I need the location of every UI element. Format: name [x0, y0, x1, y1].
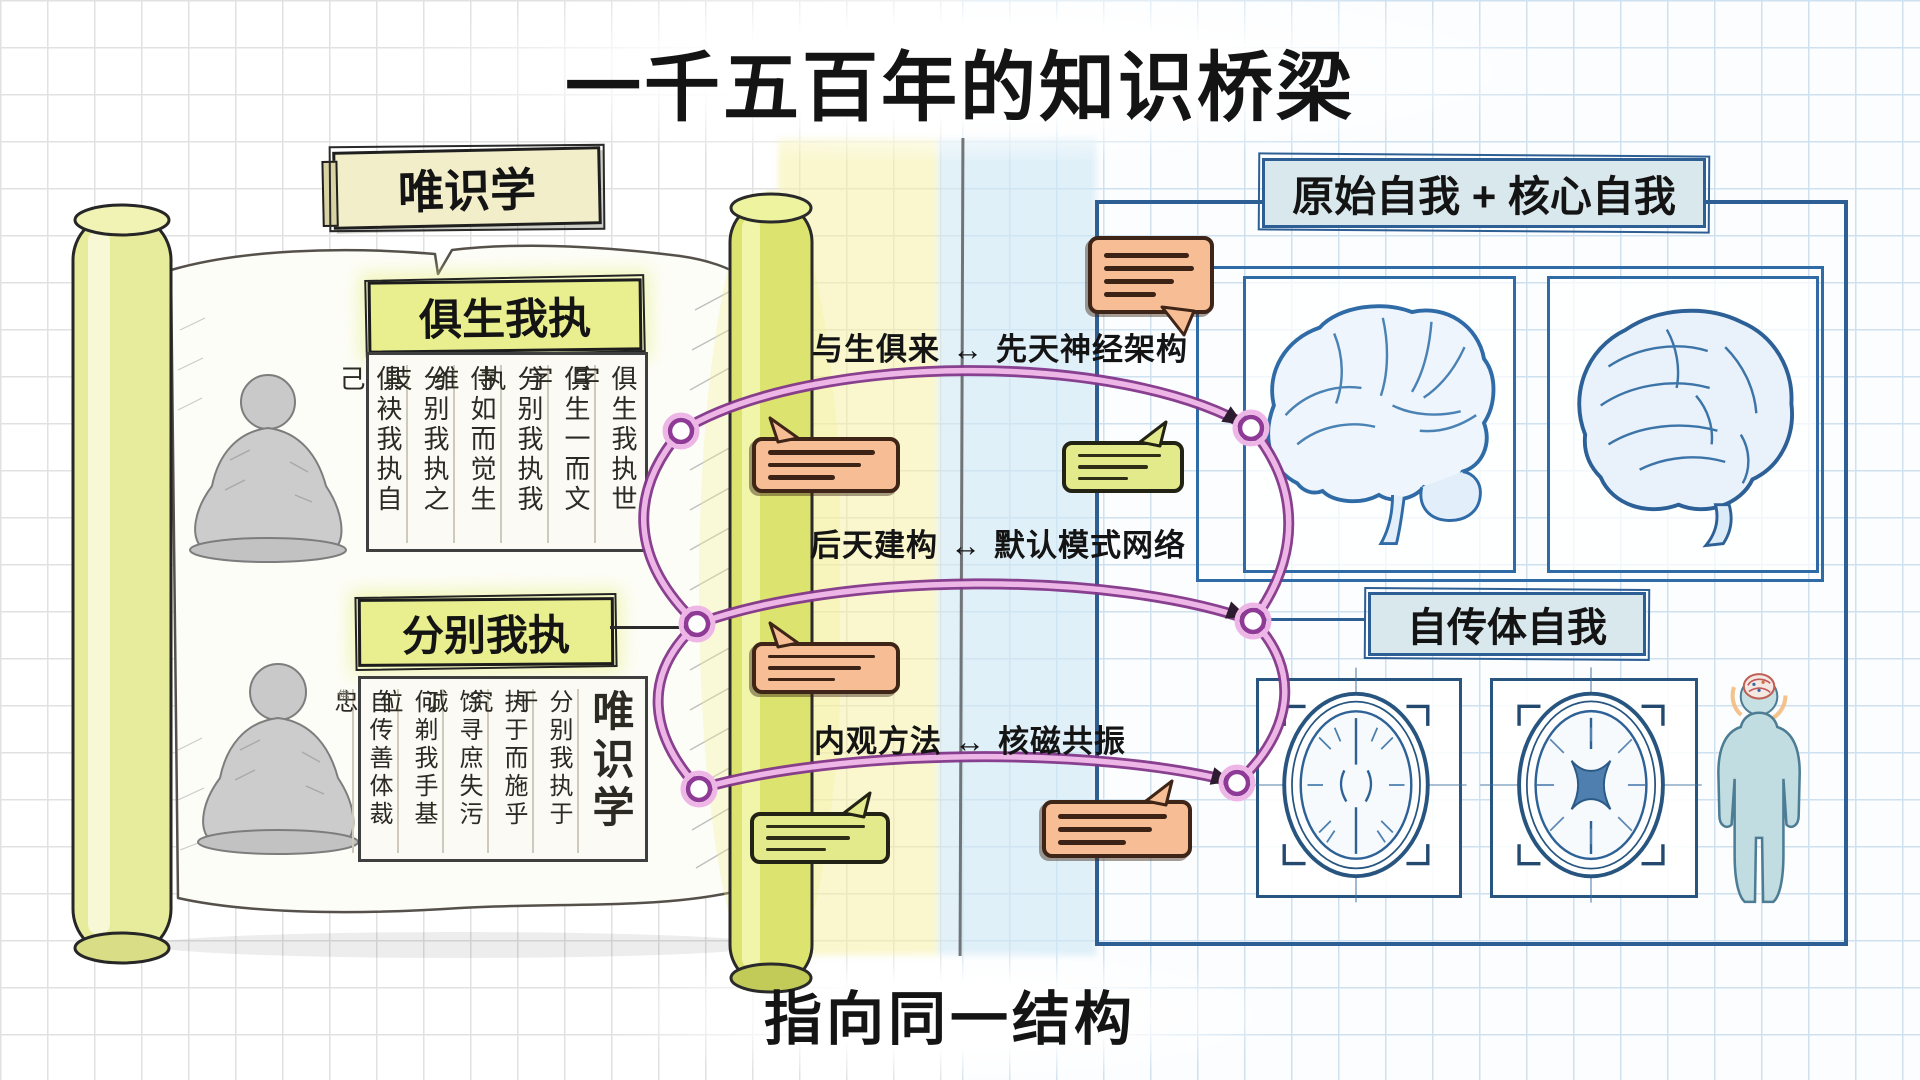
sagittal-brain-drawing [1266, 304, 1496, 546]
innate-grasping-label: 俱生我执 [367, 278, 643, 354]
discriminated-grasping-text: 分别我执 [401, 610, 571, 660]
callout-bubble-left-middle [752, 621, 900, 694]
proto-core-self-text: 原始自我 + 核心自我 [1292, 172, 1676, 220]
link-right-term: 先天神经架构 [996, 332, 1188, 367]
bubble-tail [768, 416, 800, 444]
callout-bubble-left-lower [750, 791, 890, 864]
text-column: 俱袂我执自己 [335, 365, 402, 515]
placeholder-line [768, 666, 861, 670]
human-silhouette [1717, 711, 1801, 904]
placeholder-line [1104, 266, 1195, 271]
placeholder-line [768, 475, 836, 481]
placeholder-line [1078, 454, 1161, 458]
text-column: 执于而施乎究 [465, 689, 532, 853]
placeholder-line [1078, 465, 1149, 469]
link-left-term: 后天建构 [810, 528, 938, 563]
mri-axial-panel-1 [1245, 667, 1467, 903]
placeholder-line [768, 655, 875, 659]
yogacara-banner-label: 唯识学 [397, 163, 537, 219]
text-column: 分别我执于于 [510, 689, 577, 853]
placeholder-line [1104, 279, 1174, 284]
text-column: 分别我执之技 [382, 365, 453, 543]
node-to-banner-connector [1266, 618, 1366, 621]
left-right-arrow: ↔ [950, 528, 982, 563]
scroll-illustration [71, 190, 840, 994]
label-to-node-connector [610, 626, 690, 629]
brain-glow-halo [1730, 667, 1788, 724]
text-column: 分别我执我执 [476, 365, 547, 543]
bubble-tail [1138, 420, 1168, 448]
bridge-link-label-1: 与生俱来 ↔ 先天神经架构 [795, 324, 1205, 369]
text-column: 侍如而觉生维 [429, 365, 500, 543]
scroll-roller-right [728, 192, 814, 994]
title-backdrop [400, 0, 1540, 160]
scroll-shadow [150, 932, 770, 958]
bubble-tail [842, 791, 872, 819]
bubble-tail [1160, 305, 1196, 337]
bridge-link-label-2: 后天建构 ↔ 默认模式网络 [788, 520, 1208, 565]
footer-caption: 指向同一结构 [763, 987, 1136, 1052]
autobiographical-self-banner: 自传体自我 [1368, 592, 1646, 656]
placeholder-line [766, 847, 827, 851]
placeholder-line [766, 825, 866, 829]
bubble-tail [1144, 779, 1174, 807]
meditator-figure-2 [197, 663, 359, 855]
link-left-term: 与生俱来 [812, 332, 940, 367]
paper-hatching-left [177, 317, 207, 851]
scroll-roller-left [71, 203, 173, 965]
brain-sagittal-panel [1243, 276, 1516, 573]
placeholder-line [1104, 292, 1156, 297]
discriminated-text-box: 唯识学 分别我执于于 执于而施乎究 馀寻庶失污诚 何剃我手基位 自传善体裁忠 佛 [330, 676, 648, 862]
callout-bubble-top-right [1088, 236, 1214, 337]
seal-column: 佛 [336, 689, 350, 703]
brain-lateral-panel [1547, 276, 1819, 573]
text-column: 何剃我手基位 [375, 689, 442, 853]
innate-grasping-text: 俱生我执 [418, 294, 592, 346]
placeholder-line [1058, 839, 1127, 845]
link-right-term: 核磁共振 [998, 724, 1126, 759]
left-right-arrow: ↔ [952, 332, 984, 367]
text-column: 俱生一而文字 [523, 365, 594, 543]
innate-text-box: 俱生我执世字 俱生一而文字 分别我执我执 侍如而觉生维 分别我执之技 俱袂我执自… [335, 352, 648, 552]
placeholder-line [768, 677, 836, 681]
bridge-link-label-3: 内观方法 ↔ 核磁共振 [775, 716, 1165, 761]
left-right-arrow: ↔ [954, 724, 986, 759]
text-column-title: 唯识学 [577, 689, 641, 853]
mri-axial-panel-2 [1480, 667, 1702, 903]
autobiographical-self-text: 自传体自我 [1407, 606, 1607, 650]
placeholder-line [1104, 253, 1189, 258]
text-column: 自传善体裁忠 [330, 689, 397, 853]
callout-bubble-left-upper [752, 416, 900, 493]
discriminated-grasping-label: 分别我执 [357, 597, 615, 667]
link-right-term: 默认模式网络 [994, 528, 1186, 563]
human-figure [1717, 667, 1801, 904]
axial-scan-drawing-1 [1245, 667, 1467, 903]
axial-scan-drawing-2 [1480, 667, 1702, 903]
meditator-figure-1 [189, 374, 347, 563]
yogacara-banner: 唯识学 [332, 146, 602, 230]
placeholder-line [768, 462, 861, 468]
placeholder-line [1078, 476, 1129, 480]
callout-bubble-bottom-right [1042, 779, 1192, 858]
page-title: 一千五百年的知识桥梁 [565, 46, 1355, 131]
placeholder-line [768, 450, 875, 455]
lateral-brain-drawing [1577, 308, 1794, 548]
placeholder-line [1058, 826, 1153, 832]
placeholder-line [766, 836, 851, 840]
text-column: 馀寻庶失污诚 [420, 689, 487, 853]
footer-backdrop [620, 950, 1280, 1080]
bubble-tail [768, 621, 800, 649]
link-left-term: 内观方法 [814, 724, 942, 759]
placeholder-line [1058, 813, 1167, 819]
highlighted-brain-icon [1742, 673, 1776, 700]
text-column: 俱生我执世字 [570, 365, 641, 543]
callout-bubble-right-upper [1062, 420, 1184, 493]
proto-core-self-banner: 原始自我 + 核心自我 [1262, 158, 1706, 228]
